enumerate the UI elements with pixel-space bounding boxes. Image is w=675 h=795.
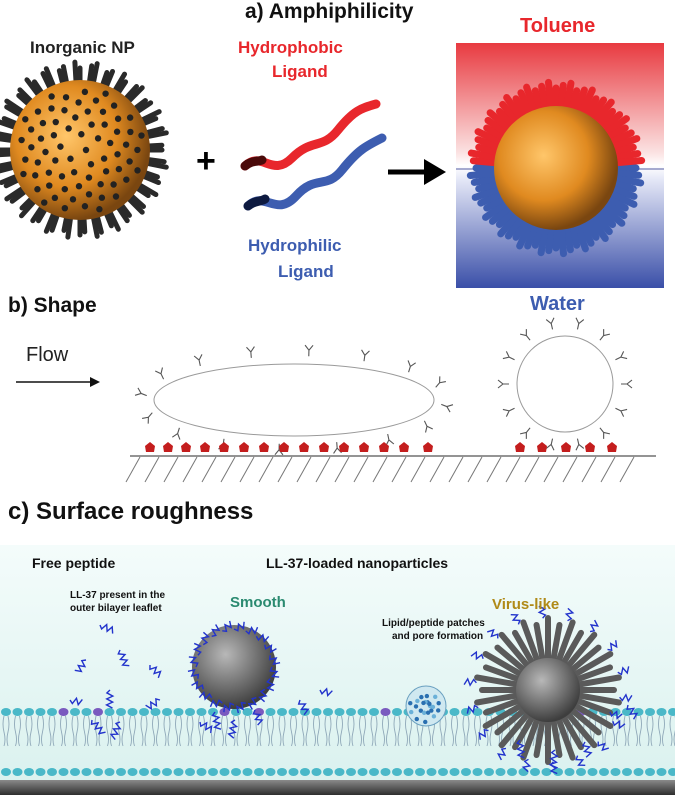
panel-b [16,317,656,483]
hydrophilic-ligand-illustration [243,133,387,211]
flow-arrow [16,377,100,387]
panel-c [0,545,675,795]
note-outer-leaflet-line1: LL-37 present in the [70,590,166,601]
note-pore-line1: Lipid/peptide patches [382,618,485,629]
smooth-label: Smooth [230,594,286,611]
virus-like-nanoparticle [463,605,639,775]
inorganic-np-illustration [0,59,169,240]
flow-label: Flow [26,344,69,366]
hydrophilic-label-line1: Hydrophilic [248,236,342,255]
hydrophilic-label-line2: Ligand [278,262,334,281]
reaction-arrow [388,159,446,185]
elongated-particle [134,344,454,456]
loaded-nanoparticles-label: LL-37-loaded nanoparticles [266,555,449,571]
note-pore-line2: and pore formation [392,631,484,642]
smooth-nanoparticle [187,620,281,739]
water-label: Water [530,293,585,315]
free-peptide-label: Free peptide [32,555,116,571]
hydrophobic-ligand-illustration [240,99,381,171]
virus-like-label: Virus-like [492,596,560,613]
spherical-particle [497,317,633,451]
panel-b-title: b) Shape [8,294,97,317]
lipid-peptide-cluster [405,685,447,727]
surface-receptors [145,442,617,452]
membrane-base [0,780,675,795]
panel-c-title: c) Surface roughness [8,498,254,525]
toluene-label: Toluene [520,15,596,37]
note-outer-leaflet-line2: outer bilayer leaflet [70,603,162,614]
hydrophobic-label-line2: Ligand [272,62,328,81]
plus-sign: + [196,142,216,180]
toluene-water-box [456,43,664,288]
substrate-surface [125,455,656,483]
free-peptide-strands [69,623,333,741]
inorganic-np-label: Inorganic NP [30,38,135,57]
panel-a [0,43,664,288]
panel-a-title: a) Amphiphilicity [245,0,414,23]
hydrophobic-label-line1: Hydrophobic [238,38,343,57]
